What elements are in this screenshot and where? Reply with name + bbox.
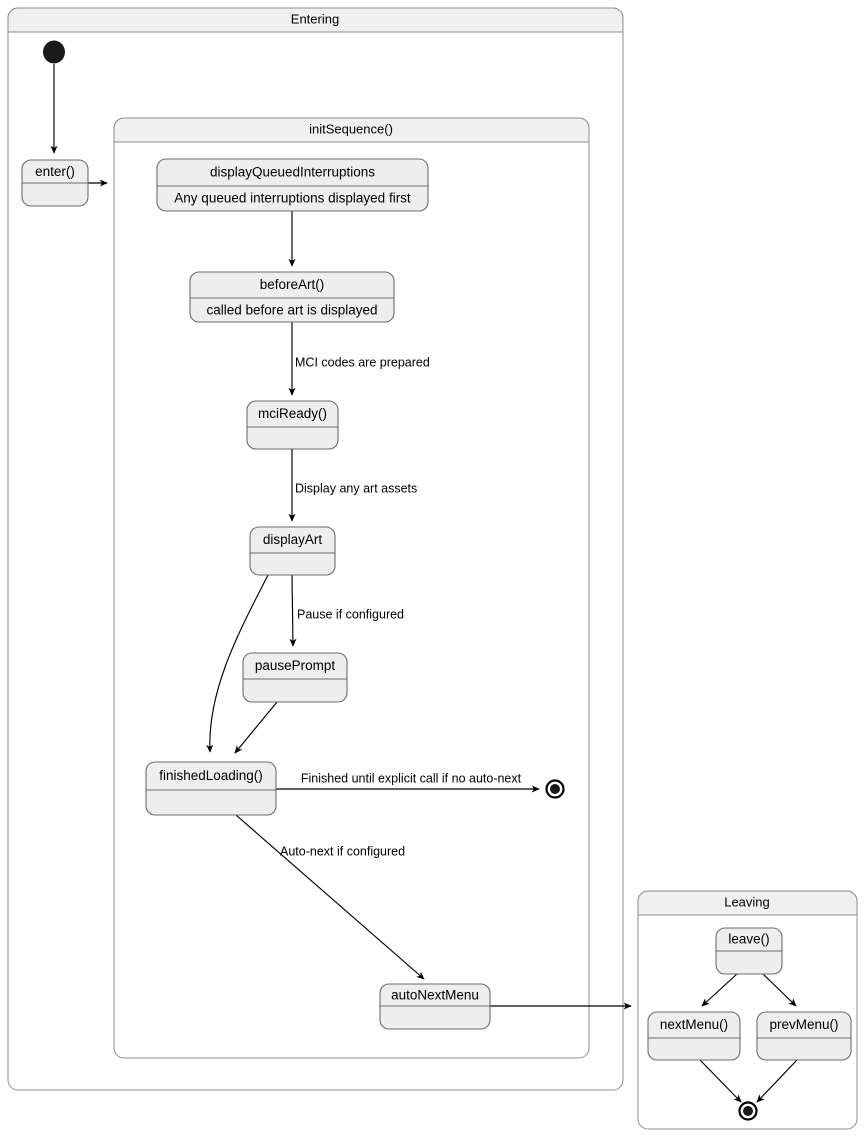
region-init-sequence-body xyxy=(113,117,590,1059)
transition-pause-prompt-to-finished-loading xyxy=(234,701,278,754)
region-init-sequence: initSequence() xyxy=(113,117,590,1059)
state-before-art-desc: called before art is displayed xyxy=(206,303,377,318)
transition-display-art-to-pause-prompt xyxy=(289,574,297,647)
state-enter-label: enter() xyxy=(35,164,75,179)
state-prev-menu-label: prevMenu() xyxy=(769,1017,838,1032)
state-finished-loading-box[interactable] xyxy=(145,761,277,816)
state-next-menu[interactable]: nextMenu() xyxy=(647,1011,741,1061)
state-mci-ready[interactable]: mciReady() xyxy=(246,400,339,450)
final-state-node-entering xyxy=(545,779,565,799)
transition-prev-menu-to-final xyxy=(756,1059,798,1103)
state-display-queued-interruptions-box[interactable] xyxy=(156,158,429,212)
transition-leave-to-prev-menu xyxy=(762,973,797,1007)
state-next-menu-box[interactable] xyxy=(647,1011,741,1061)
region-entering-header xyxy=(7,7,624,33)
transition-next-menu-to-final xyxy=(699,1059,742,1103)
state-display-art-box[interactable] xyxy=(249,526,336,576)
state-display-art[interactable]: displayArt xyxy=(249,526,336,576)
state-next-menu-label: nextMenu() xyxy=(660,1017,728,1032)
region-leaving-title: Leaving xyxy=(724,894,770,909)
final-state-node-leaving xyxy=(738,1101,758,1121)
transition-label-auto-next-if-configured: Auto-next if configured xyxy=(280,844,405,858)
state-pause-prompt-box[interactable] xyxy=(242,652,348,703)
state-pause-prompt-label: pausePrompt xyxy=(255,658,336,673)
transition-label-display-art-assets: Display any art assets xyxy=(295,481,417,495)
region-init-sequence-title: initSequence() xyxy=(309,121,393,136)
initial-state-node xyxy=(43,40,65,64)
transition-label-finished-until-explicit-call: Finished until explicit call if no auto-… xyxy=(301,771,522,785)
region-leaving: Leaving xyxy=(637,890,858,1130)
state-display-queued-interruptions[interactable]: displayQueuedInterruptions Any queued in… xyxy=(156,158,429,212)
state-finished-loading-label: finishedLoading() xyxy=(159,768,263,783)
state-leave[interactable]: leave() xyxy=(715,927,783,975)
state-before-art[interactable]: beforeArt() called before art is display… xyxy=(189,271,395,323)
region-leaving-body xyxy=(637,890,858,1130)
transition-label-mci-codes-prepared: MCI codes are prepared xyxy=(295,355,430,369)
state-prev-menu-box[interactable] xyxy=(756,1011,852,1061)
region-leaving-header xyxy=(637,890,858,916)
state-enter[interactable]: enter() xyxy=(21,159,89,207)
state-mci-ready-label: mciReady() xyxy=(258,406,327,421)
state-before-art-box[interactable] xyxy=(189,271,395,323)
state-mci-ready-box[interactable] xyxy=(246,400,339,450)
transition-finished-loading-to-auto-next-menu xyxy=(235,814,425,980)
state-before-art-label: beforeArt() xyxy=(260,277,325,292)
state-leave-label: leave() xyxy=(728,932,769,947)
region-init-sequence-header xyxy=(113,117,590,143)
state-display-art-label: displayArt xyxy=(263,532,323,547)
state-auto-next-menu-label: autoNextMenu xyxy=(391,988,479,1003)
state-pause-prompt[interactable]: pausePrompt xyxy=(242,652,348,703)
state-display-queued-interruptions-label: displayQueuedInterruptions xyxy=(210,165,375,180)
state-finished-loading[interactable]: finishedLoading() xyxy=(145,761,277,816)
transition-leave-to-next-menu xyxy=(701,973,738,1007)
transition-display-art-to-finished-loading xyxy=(206,574,269,753)
state-prev-menu[interactable]: prevMenu() xyxy=(756,1011,852,1061)
region-entering-title: Entering xyxy=(291,11,339,26)
state-display-queued-interruptions-desc: Any queued interruptions displayed first xyxy=(174,191,411,206)
transition-label-pause-if-configured: Pause if configured xyxy=(297,607,404,621)
state-auto-next-menu[interactable]: autoNextMenu xyxy=(379,983,491,1030)
